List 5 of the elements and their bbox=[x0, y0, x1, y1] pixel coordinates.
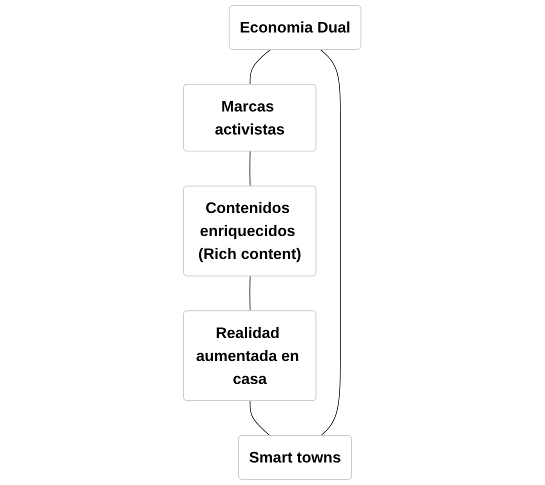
connector bbox=[320, 49, 341, 436]
connector bbox=[250, 49, 271, 86]
connector bbox=[250, 400, 271, 436]
connector bbox=[250, 151, 251, 187]
connector bbox=[250, 276, 251, 312]
